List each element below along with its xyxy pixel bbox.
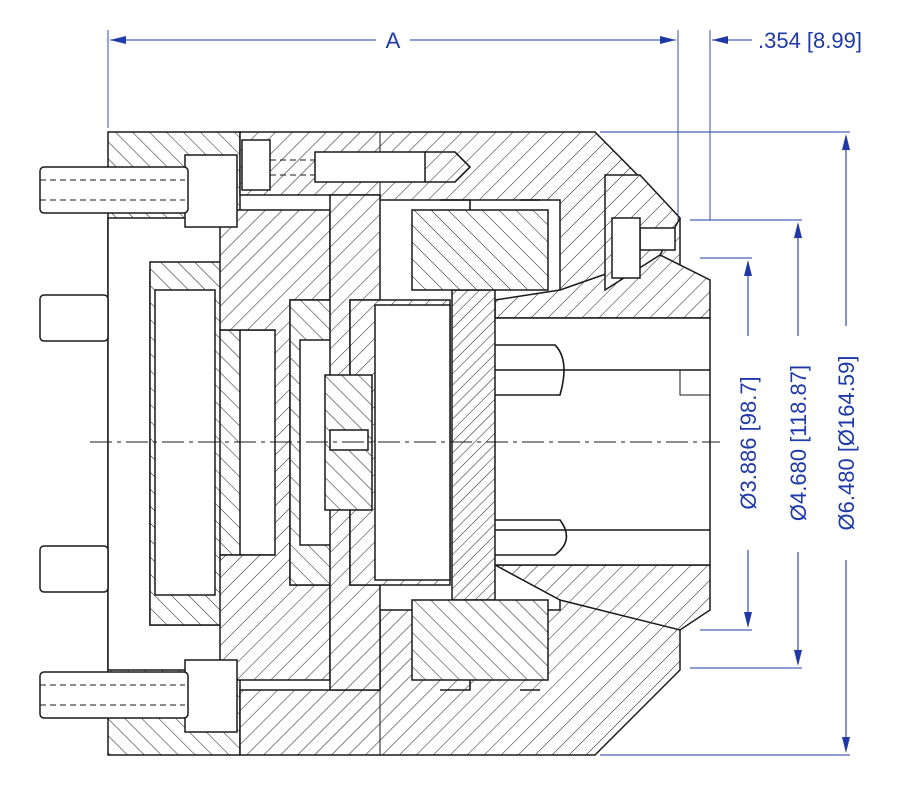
spring-pack-top [411, 199, 549, 291]
piston [289, 194, 451, 691]
cap-screw-top [39, 139, 271, 228]
dimension-bore-dia: Ø3.886 [98.7] [700, 257, 761, 631]
dimension-outer-dia: Ø6.480 [Ø164.59] [600, 131, 859, 756]
spring-pack-bottom [411, 599, 549, 691]
dimension-bore-dia-label: Ø3.886 [98.7] [736, 376, 761, 509]
dimension-offset-label: .354 [8.99] [758, 28, 862, 53]
dimension-a-label: A [386, 28, 401, 53]
set-screw [611, 217, 676, 279]
dimension-a: A [107, 28, 679, 220]
dimension-offset: .354 [8.99] [709, 28, 862, 220]
cap-screw-bottom [39, 659, 238, 733]
bolt-studs [39, 294, 109, 593]
dimension-outer-dia-label: Ø6.480 [Ø164.59] [834, 356, 859, 531]
inner-sleeve [149, 209, 331, 681]
collet [451, 289, 711, 601]
dowel-pin [270, 151, 472, 183]
dimension-pilot-dia-label: Ø4.680 [118.87] [786, 365, 811, 521]
dimension-pilot-dia: Ø4.680 [118.87] [690, 219, 811, 669]
